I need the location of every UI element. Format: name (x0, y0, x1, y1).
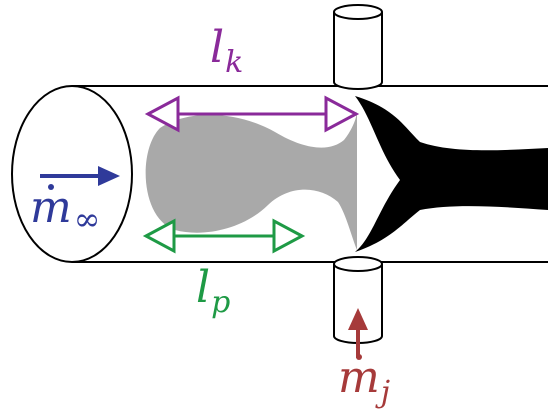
label-mdot-inf-main: m (30, 182, 72, 233)
lk-double-arrow (144, 95, 360, 133)
label-mdot-j-main: m (338, 352, 380, 403)
label-lk-sub: k (225, 45, 244, 80)
inflow-arrow (40, 166, 120, 186)
label-lk-main: l (210, 22, 225, 73)
label-lp-main: l (196, 262, 211, 313)
jet-plume (355, 96, 548, 252)
label-lp-sub: p (211, 285, 231, 320)
label-mdot-j: mj (338, 352, 390, 408)
label-lp: lp (196, 266, 230, 318)
top-injector (333, 4, 383, 90)
lp-double-arrow (142, 218, 306, 254)
label-lk: lk (210, 26, 243, 78)
label-mdot-inf-sub: ∞ (73, 200, 101, 238)
label-mdot-j-sub: j (380, 375, 391, 410)
label-mdot-inf: m∞ (30, 182, 100, 236)
recirculation-zone (145, 110, 357, 250)
